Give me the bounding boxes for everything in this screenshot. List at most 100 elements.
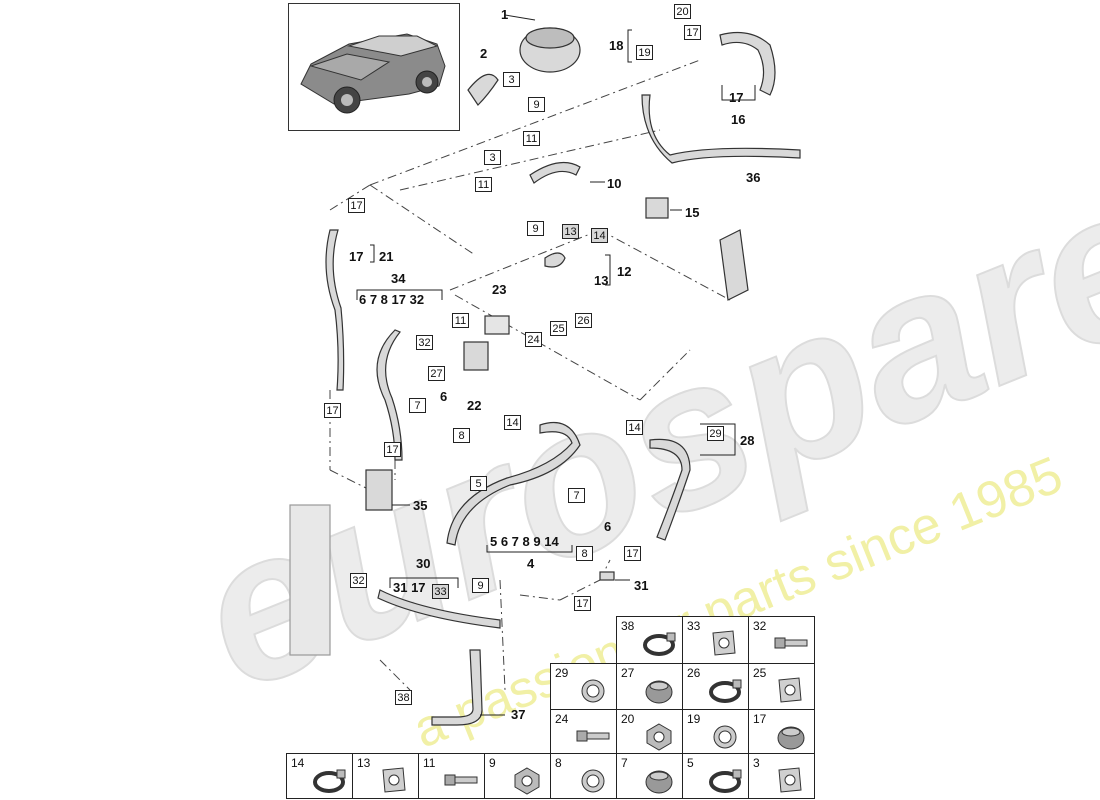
legend-cell: 7 — [616, 753, 683, 799]
part-label: 18 — [609, 38, 624, 53]
part-icon — [514, 767, 540, 795]
legend-cell: 9 — [484, 753, 551, 799]
legend-cell: 5 — [682, 753, 749, 799]
callout-box: 14 — [591, 228, 608, 243]
callout-box: 20 — [674, 4, 691, 19]
part-label: 37 — [511, 707, 526, 722]
part-label: 10 — [607, 176, 622, 191]
legend-part-number: 20 — [621, 712, 635, 726]
legend-part-number: 25 — [753, 666, 767, 680]
legend-cell: 17 — [748, 709, 815, 754]
part-icon — [709, 679, 742, 703]
callout-box: 11 — [523, 131, 540, 146]
callout-box: 33 — [432, 584, 449, 599]
part-icon — [643, 632, 676, 656]
part-label: 1 — [501, 7, 509, 22]
callout-box: 17 — [324, 403, 341, 418]
callout-box: 32 — [350, 573, 367, 588]
part-icon — [645, 680, 673, 704]
callout-box: 11 — [475, 177, 492, 192]
callout-box: 9 — [527, 221, 544, 236]
legend-part-number: 38 — [621, 619, 635, 633]
part-icon — [581, 679, 605, 703]
legend-part-number: 14 — [291, 756, 305, 770]
callout-box: 17 — [574, 596, 591, 611]
part-label: 21 — [379, 249, 394, 264]
part-label: 12 — [617, 264, 632, 279]
legend-cell: 13 — [352, 753, 419, 799]
part-label: 17 — [349, 249, 364, 264]
legend-cell: 11 — [418, 753, 485, 799]
legend-cell: 33 — [682, 616, 749, 664]
callout-box: 26 — [575, 313, 592, 328]
callout-box: 38 — [395, 690, 412, 705]
legend-cell: 14 — [286, 753, 353, 799]
callout-box: 32 — [416, 335, 433, 350]
legend-cell: 20 — [616, 709, 683, 754]
callout-box: 29 — [707, 426, 724, 441]
part-icon — [778, 677, 802, 703]
callout-box: 24 — [525, 332, 542, 347]
part-label: 16 — [731, 112, 746, 127]
callout-box: 3 — [484, 150, 501, 165]
part-icon — [444, 774, 478, 786]
legend-part-number: 9 — [489, 756, 496, 770]
legend-cell: 8 — [550, 753, 617, 799]
part-icon — [778, 767, 802, 793]
part-label: 36 — [746, 170, 761, 185]
callout-box: 25 — [550, 321, 567, 336]
part-label: 28 — [740, 433, 755, 448]
legend-part-number: 29 — [555, 666, 569, 680]
part-label: 30 — [416, 556, 431, 571]
part-label: 34 — [391, 271, 406, 286]
part-label: 6 — [604, 519, 612, 534]
part-label: 15 — [685, 205, 700, 220]
part-label: 22 — [467, 398, 482, 413]
car-icon — [300, 33, 446, 114]
legend-part-number: 26 — [687, 666, 701, 680]
callout-box: 19 — [636, 45, 653, 60]
part-icon — [581, 769, 605, 793]
part-label: 17 — [729, 90, 744, 105]
legend-cell: 29 — [550, 663, 617, 710]
callout-box: 5 — [470, 476, 487, 491]
legend-cell: 3 — [748, 753, 815, 799]
part-icon — [313, 769, 346, 793]
callout-box: 7 — [409, 398, 426, 413]
part-label: 5 6 7 8 9 14 — [490, 534, 559, 549]
part-label: 35 — [413, 498, 428, 513]
legend-part-number: 19 — [687, 712, 701, 726]
legend-cell: 26 — [682, 663, 749, 710]
part-icon — [576, 730, 610, 742]
part-label: 2 — [480, 46, 488, 61]
callout-box: 14 — [626, 420, 643, 435]
part-label: 23 — [492, 282, 507, 297]
legend-cell: 25 — [748, 663, 815, 710]
part-label: 6 — [440, 389, 448, 404]
legend-part-number: 7 — [621, 756, 628, 770]
legend-cell: 27 — [616, 663, 683, 710]
vehicle-thumbnail — [288, 3, 460, 131]
legend-part-number: 17 — [753, 712, 767, 726]
part-label: 4 — [527, 556, 535, 571]
legend-cell: 32 — [748, 616, 815, 664]
callout-box: 17 — [684, 25, 701, 40]
part-label: 6 7 8 17 32 — [359, 292, 425, 307]
part-label: 31 — [634, 578, 649, 593]
legend-part-number: 24 — [555, 712, 569, 726]
callout-box: 17 — [384, 442, 401, 457]
legend-part-number: 3 — [753, 756, 760, 770]
part-icon — [713, 725, 737, 749]
callout-box: 9 — [528, 97, 545, 112]
callout-box: 8 — [453, 428, 470, 443]
part-icon — [709, 769, 742, 793]
legend-cell: 38 — [616, 616, 683, 664]
callout-box: 9 — [472, 578, 489, 593]
part-icon — [712, 630, 736, 656]
part-label: 13 — [594, 273, 609, 288]
legend-part-number: 5 — [687, 756, 694, 770]
legend-part-number: 11 — [423, 756, 436, 770]
callout-box: 3 — [503, 72, 520, 87]
